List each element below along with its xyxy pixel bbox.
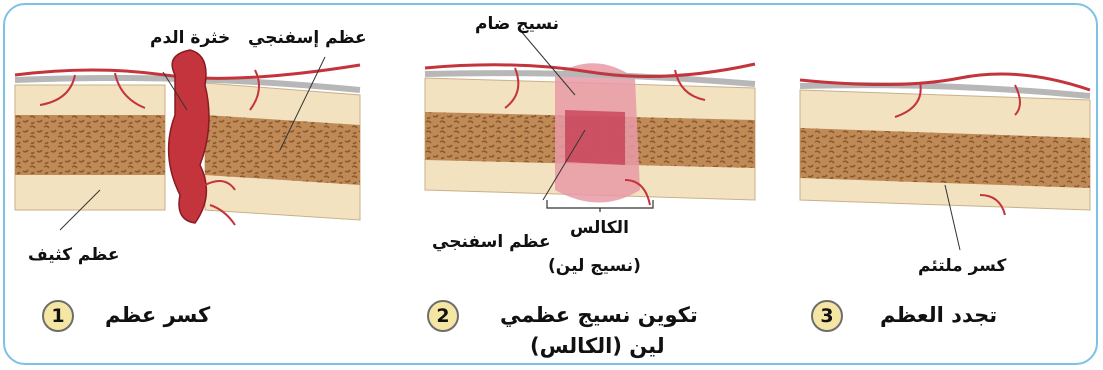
label-connective-tissue: نسيج ضام bbox=[475, 14, 559, 34]
bone-shaft-left bbox=[15, 85, 165, 210]
step-3-badge: 3 bbox=[811, 300, 843, 332]
label-blood-clot: خثرة الدم bbox=[150, 28, 230, 48]
label-callus: الكالس bbox=[570, 218, 629, 238]
blood-clot-shape bbox=[169, 50, 209, 223]
step-1-badge: 1 bbox=[42, 300, 74, 332]
step-3-title: تجدد العظم bbox=[880, 302, 997, 328]
label-callus-sub: (نسيج لين) bbox=[548, 256, 641, 276]
panel-1-illustration bbox=[15, 45, 360, 245]
bone-shaft-right bbox=[205, 83, 360, 220]
label-spongy-bone-2: عظم اسفنجي bbox=[432, 232, 551, 252]
step-2-title-line1: تكوين نسيج عظمي bbox=[500, 302, 698, 328]
label-compact-bone: عظم كثيف bbox=[28, 245, 119, 265]
label-healed-fracture: كسر ملتئم bbox=[918, 256, 1006, 276]
label-spongy-bone-1: عظم إسفنجي bbox=[248, 28, 367, 48]
step-1-title: كسر عظم bbox=[105, 302, 210, 328]
step-2-title-line2: لين (الكالس) bbox=[530, 333, 665, 359]
panel-3-illustration bbox=[800, 60, 1090, 220]
callus-bracket bbox=[545, 198, 655, 214]
step-2-badge: 2 bbox=[427, 300, 459, 332]
panel-2-illustration bbox=[425, 50, 755, 210]
